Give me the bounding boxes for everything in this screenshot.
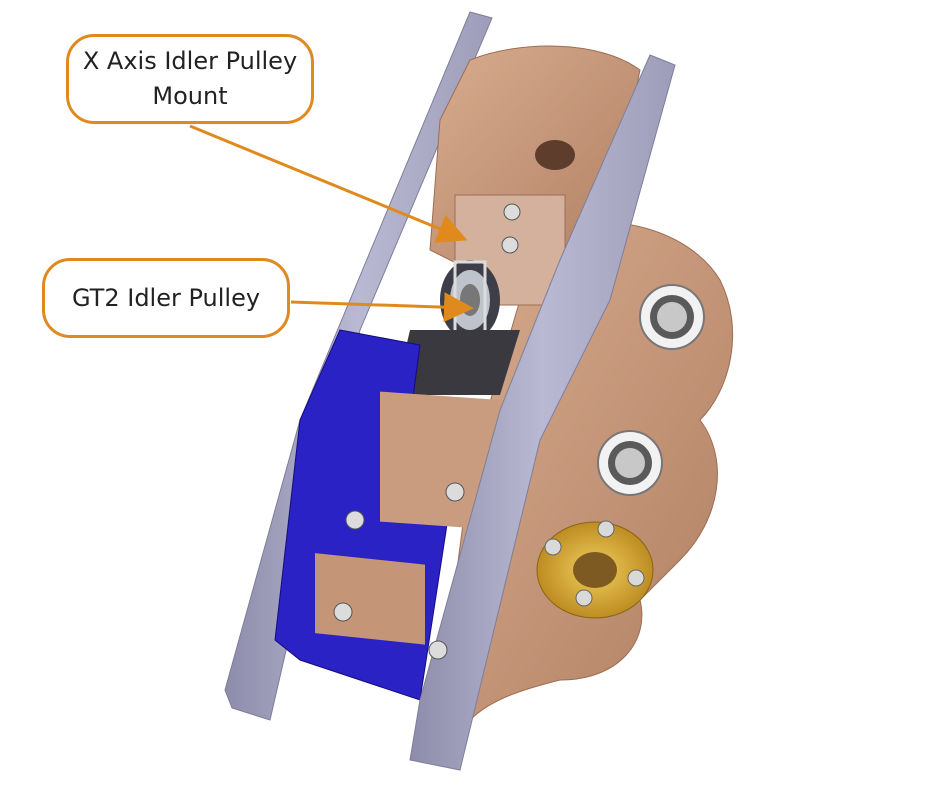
- bearing-icon: [639, 284, 705, 350]
- callout-line-2: Mount: [152, 82, 228, 110]
- bearing-icon: [597, 430, 663, 496]
- pulley-leader-arrow: [290, 292, 474, 323]
- mount-bore: [535, 140, 575, 170]
- x-axis-idler-mount-callout: X Axis Idler Pulley Mount: [66, 34, 314, 124]
- callout-text: GT2 Idler Pulley: [71, 283, 261, 312]
- mount-leader-arrow: [189, 124, 468, 243]
- callout-line-1: X Axis Idler Pulley: [82, 47, 298, 76]
- inner-cavity: [395, 330, 520, 395]
- screw-icon: [333, 203, 521, 660]
- gt2-idler-pulley-callout: GT2 Idler Pulley: [42, 258, 290, 338]
- lead-screw-nut-icon: [536, 520, 654, 619]
- motor-mount-window: [315, 553, 425, 645]
- gt2-idler-pulley: [440, 260, 500, 340]
- right-side-plate: [409, 54, 676, 771]
- motor-mount-top-block: [380, 391, 500, 530]
